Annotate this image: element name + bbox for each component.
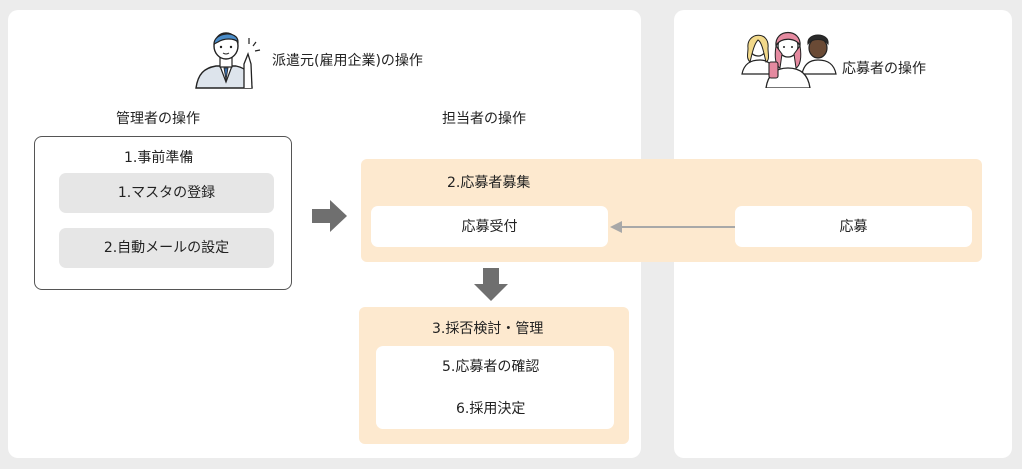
arrow-left-icon <box>610 221 735 233</box>
review-items-box <box>376 346 614 429</box>
applicant-heading: 応募者の操作 <box>842 61 926 77</box>
applicant-check-item: 5.応募者の確認 <box>442 359 540 375</box>
application-reception-item: 応募受付 <box>371 206 608 247</box>
hiring-decision-item: 6.採用決定 <box>456 401 526 417</box>
master-registration-item: 1.マスタの登録 <box>59 173 274 213</box>
staff-heading: 担当者の操作 <box>442 111 526 127</box>
recruitment-title: 2.応募者募集 <box>447 175 531 191</box>
businessman-icon <box>195 32 261 89</box>
applicants-group-icon <box>741 32 837 88</box>
admin-heading: 管理者の操作 <box>116 111 200 127</box>
arrow-down-icon <box>474 268 508 301</box>
review-title: 3.採否検討・管理 <box>432 321 544 337</box>
auto-mail-setting-item: 2.自動メールの設定 <box>59 228 274 268</box>
preparation-title: 1.事前準備 <box>124 150 194 166</box>
arrow-right-icon <box>312 200 347 232</box>
dispatch-heading: 派遣元(雇用企業)の操作 <box>272 53 423 69</box>
apply-item: 応募 <box>735 206 972 247</box>
